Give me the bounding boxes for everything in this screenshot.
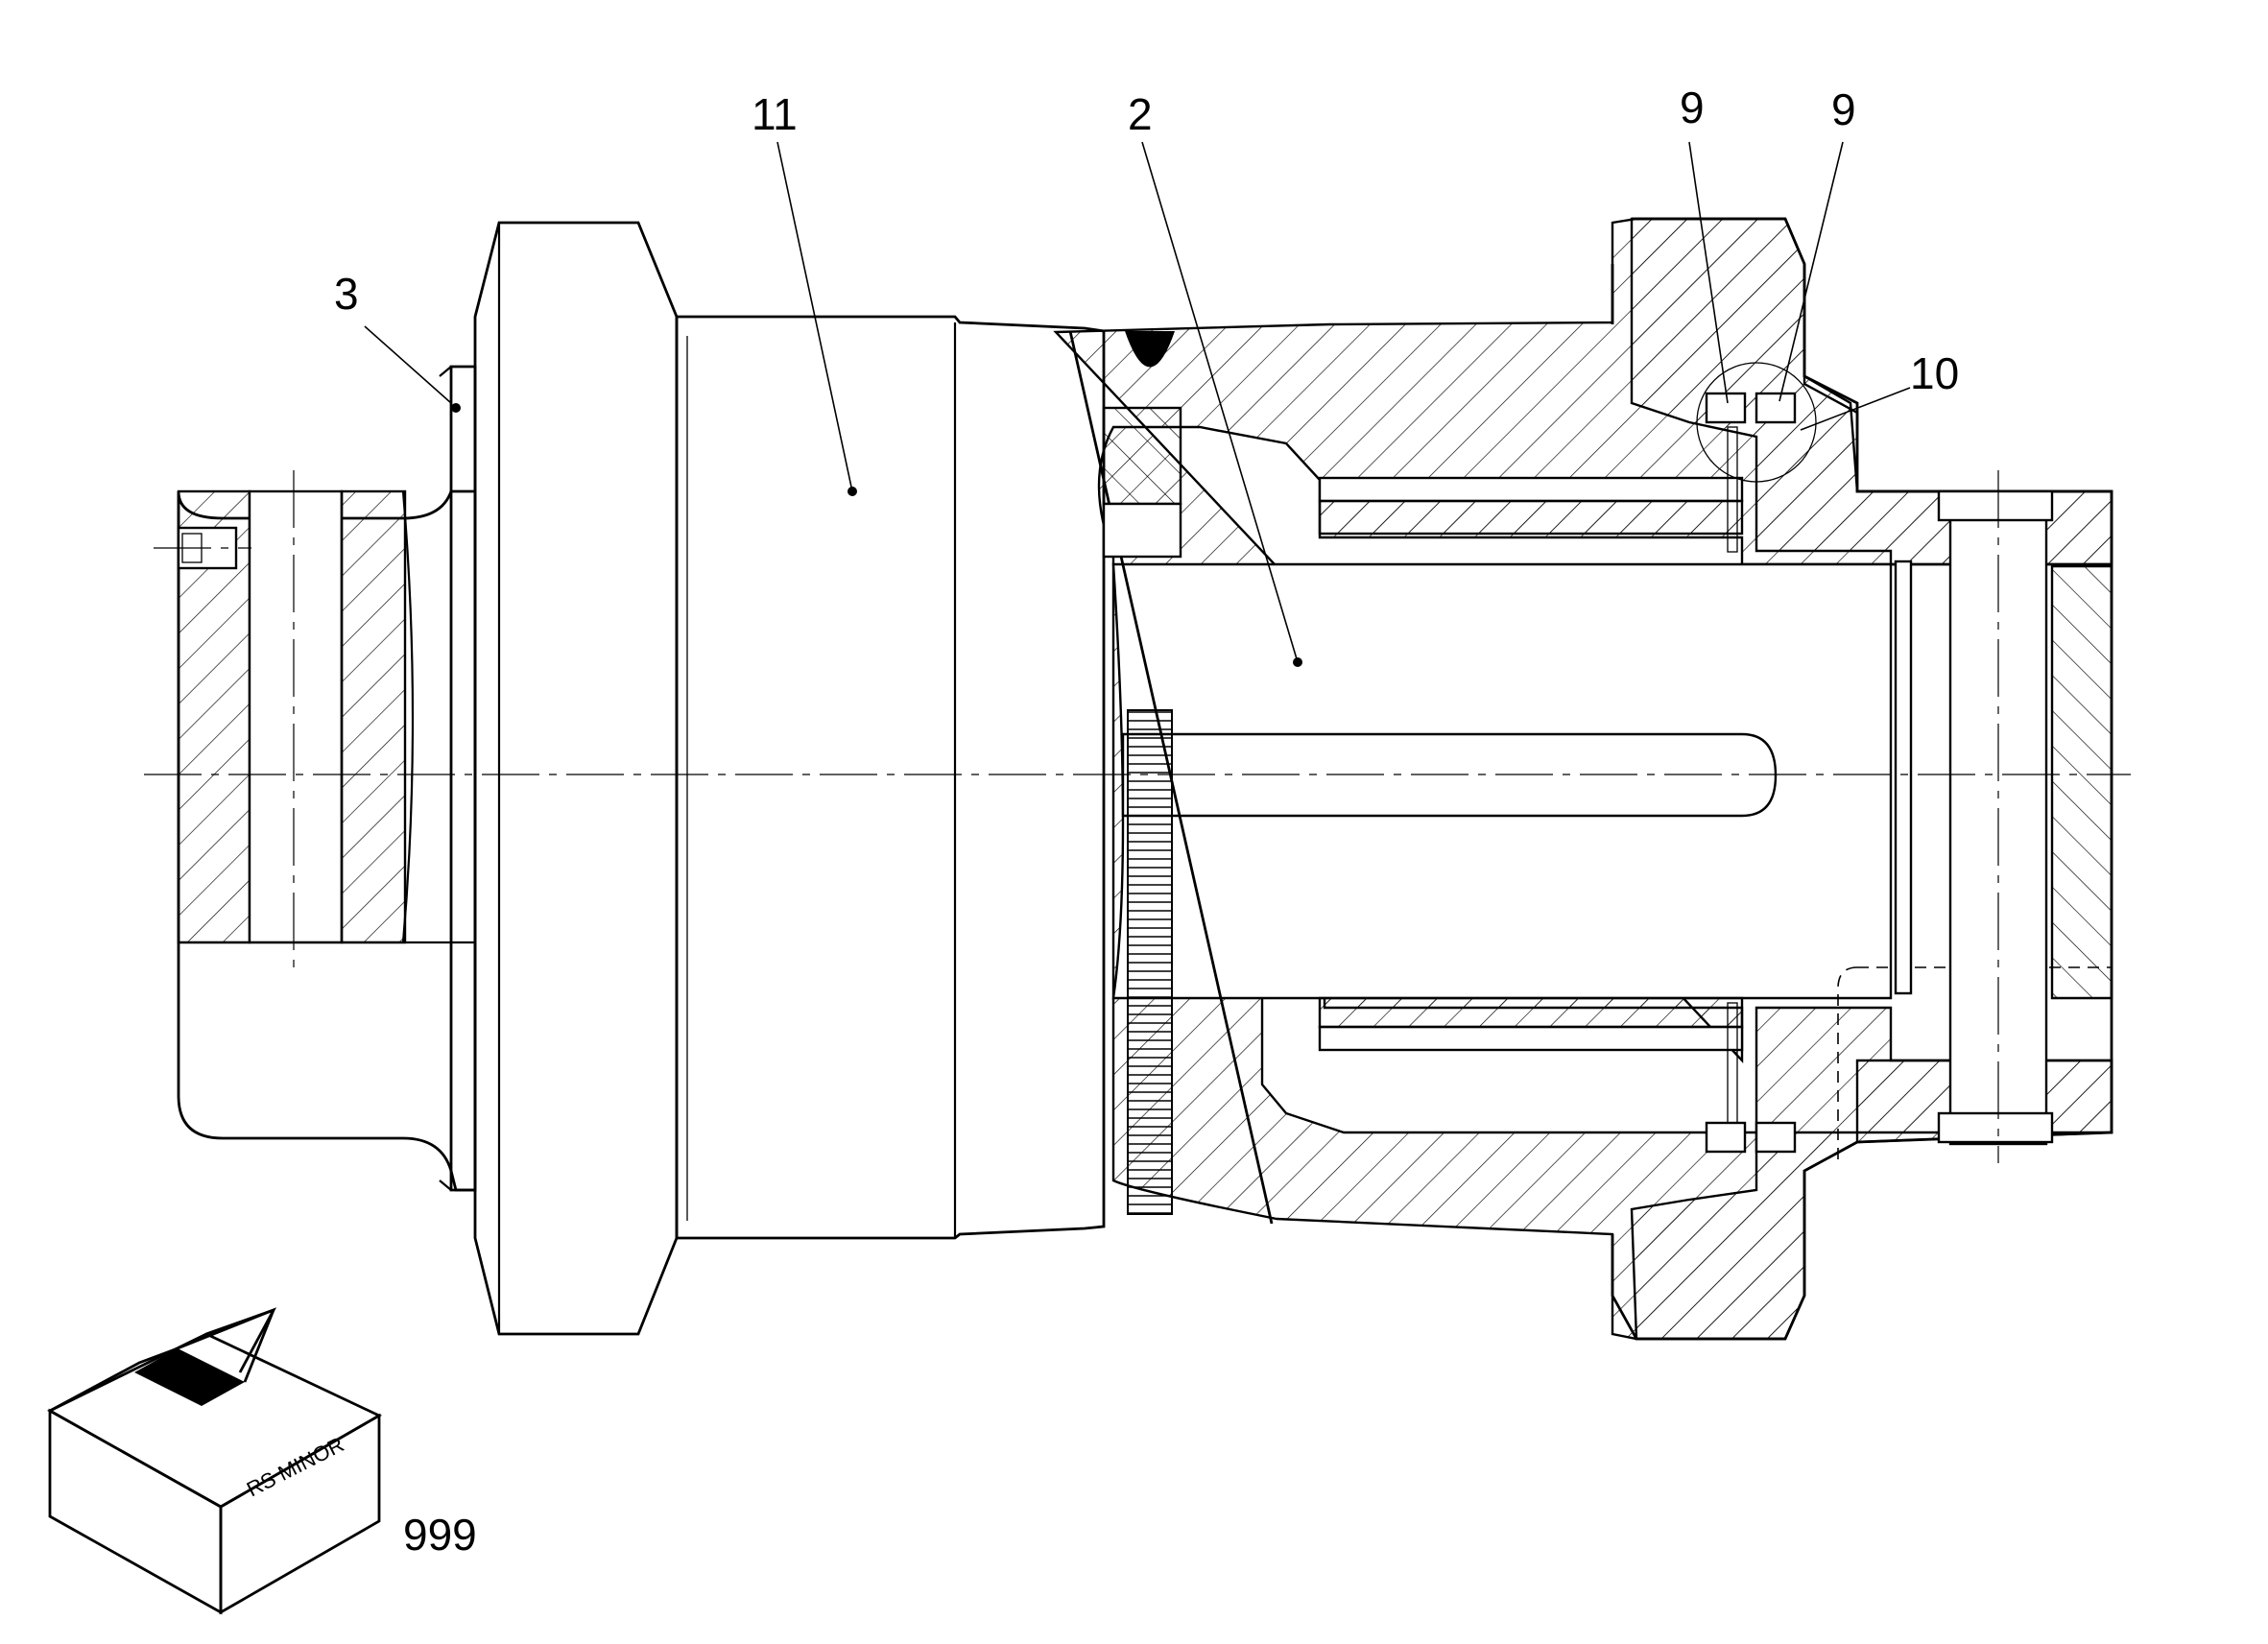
callout-11: 11 [752, 89, 798, 139]
callout-9a: 9 [1680, 83, 1705, 132]
box-label: RS MINOR [243, 1432, 347, 1501]
left-flange [473, 221, 679, 1336]
right-flange [1611, 217, 2113, 1341]
callout-2: 2 [1128, 89, 1153, 139]
bearing-assembly [1696, 362, 1817, 1154]
leader-lines [364, 141, 1911, 667]
packaging-box-icon: RS MINOR [46, 1307, 383, 1615]
callout-999: 999 [403, 1510, 477, 1560]
callout-3: 3 [334, 269, 359, 319]
callout-10: 10 [1910, 348, 1959, 398]
callout-9b: 9 [1831, 84, 1856, 134]
left-hub [154, 365, 477, 1192]
main-body [675, 315, 1106, 1240]
